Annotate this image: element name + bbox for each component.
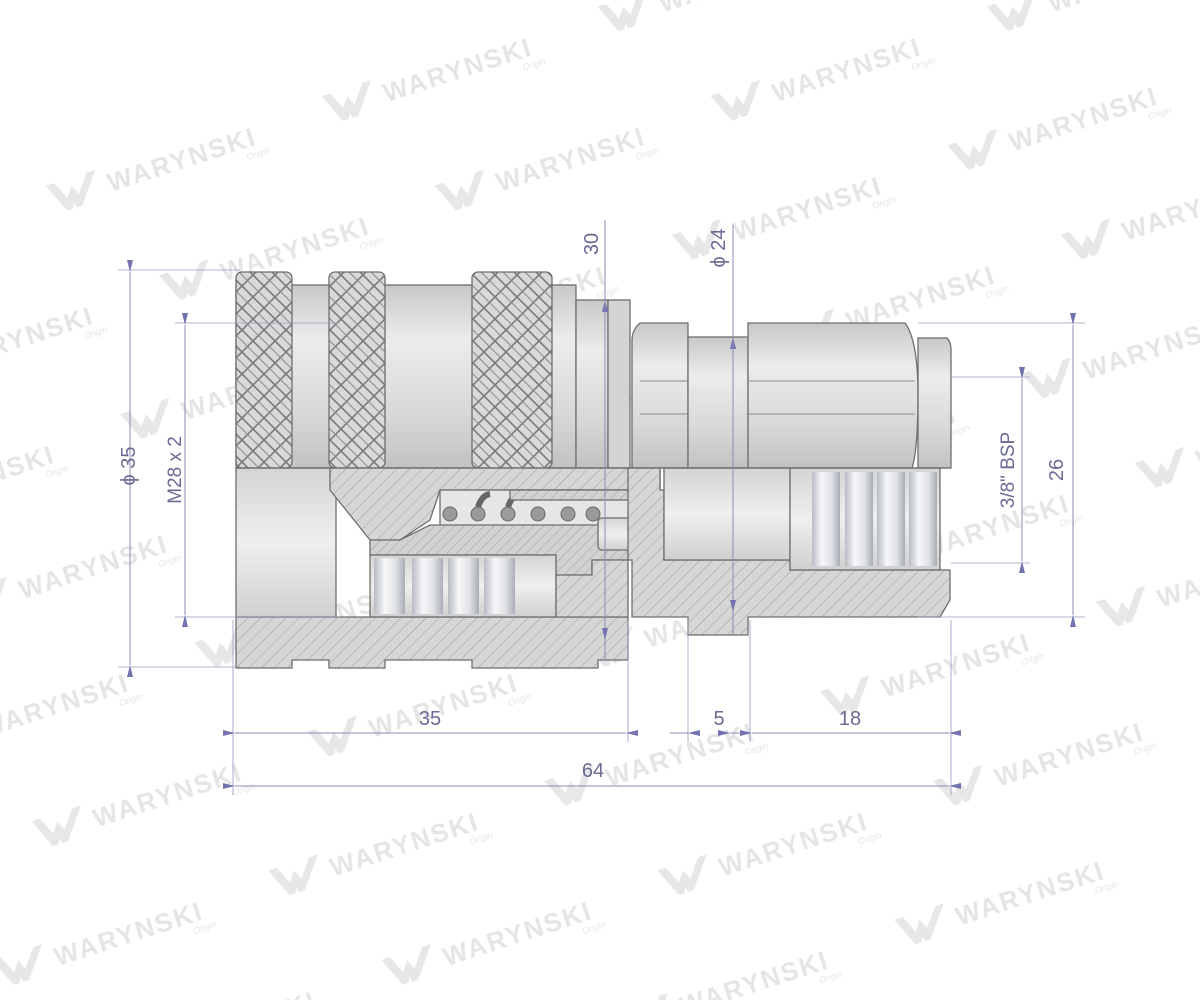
dim-label-neck-diameter: ϕ 24 bbox=[708, 228, 730, 268]
dim-label-outer-diameter: ϕ 35 bbox=[118, 446, 140, 486]
dim-label-inlet-thread: M28 x 2 bbox=[165, 436, 186, 504]
coupler-exterior-upper bbox=[235, 271, 952, 469]
dim-label-outlet-thread: 3/8" BSP bbox=[998, 431, 1019, 509]
coupler-section-lower bbox=[235, 467, 951, 669]
dim-label-hex-size: 26 bbox=[1046, 458, 1068, 482]
dim-label-length-neck: 5 bbox=[713, 708, 725, 730]
dim-label-step-diameter: 30 bbox=[581, 232, 603, 256]
dimension-layer bbox=[118, 220, 1085, 795]
dim-label-length-front: 35 bbox=[418, 708, 442, 730]
dim-label-length-hex: 18 bbox=[838, 708, 862, 730]
dim-label-length-total: 64 bbox=[581, 760, 605, 782]
